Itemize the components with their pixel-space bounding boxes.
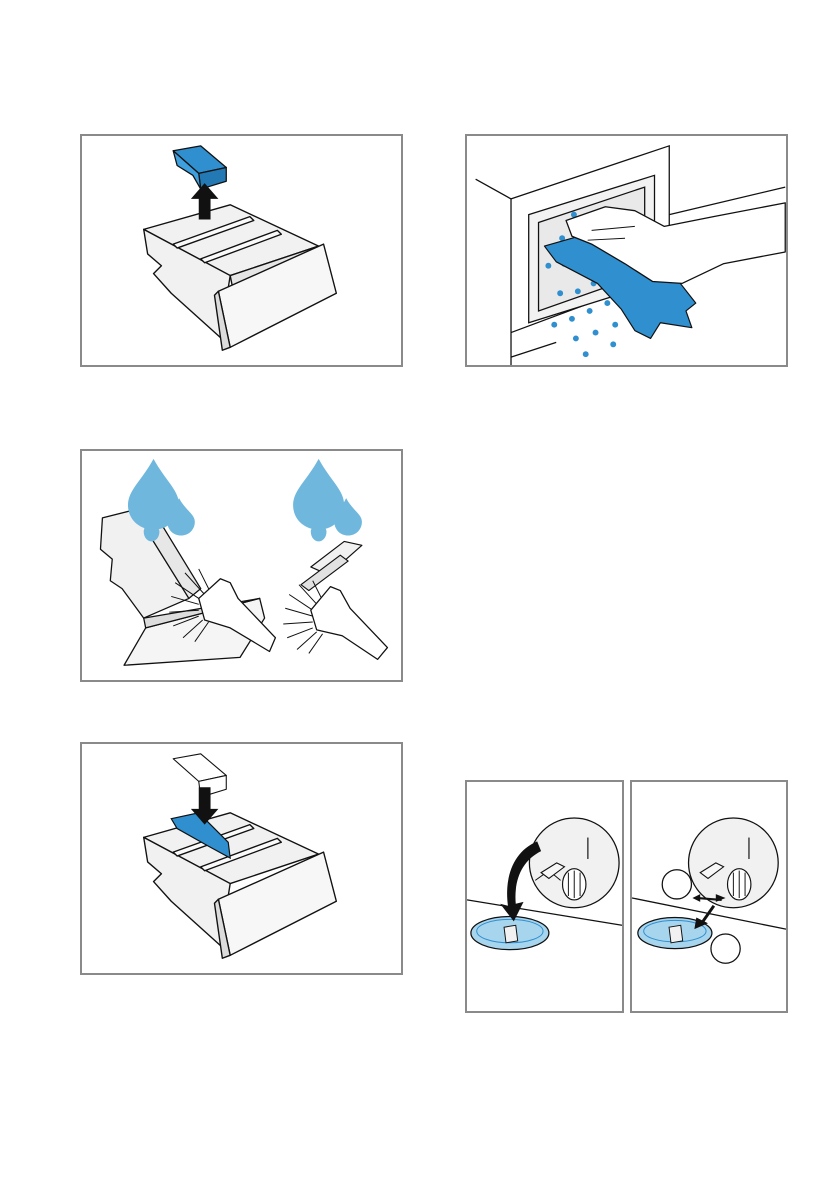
- detergent-drawer-icon: [82, 744, 401, 973]
- detergent-drawer-icon: [82, 136, 401, 365]
- siphon-insert-icon: [173, 146, 226, 189]
- callout-circle-icon: [662, 870, 691, 899]
- callout-circle-icon: [711, 934, 740, 963]
- illustration-open-pump-cover: [465, 780, 624, 1013]
- illustration-wipe-drawer-housing: [465, 134, 788, 367]
- illustration-remove-siphon: [80, 134, 403, 367]
- illustration-rinse-and-brush: [80, 449, 403, 682]
- drawer-housing-icon: [467, 136, 786, 365]
- pump-cap-icon: [467, 782, 622, 1011]
- illustration-unscrew-pump: [630, 780, 788, 1013]
- illustration-reinsert-siphon: [80, 742, 403, 975]
- pump-cap-icon: [632, 782, 786, 1011]
